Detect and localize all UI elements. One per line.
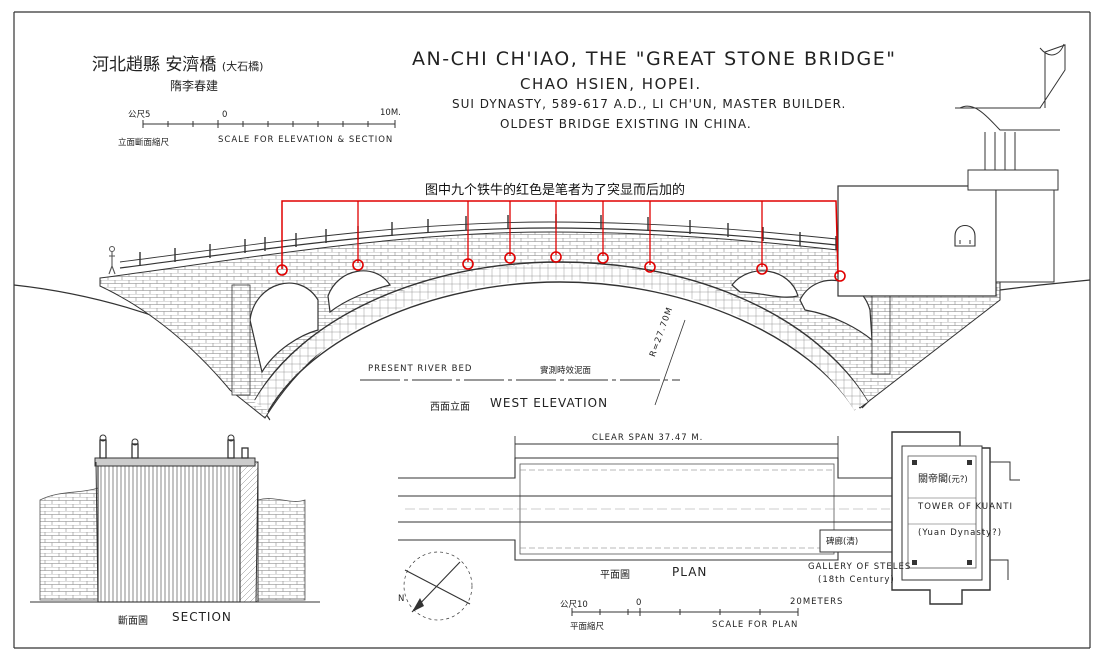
iron-ties-highlight [276, 200, 846, 282]
stele-cn-label: 碑廊(清) [826, 537, 859, 547]
west-elevation-drawing [13, 214, 1091, 421]
plan-scale-bar [571, 608, 799, 616]
clear-span-label: CLEAR SPAN 37.47 M. [592, 433, 704, 443]
tower-cn-label: 關帝閣(元?) [918, 474, 968, 485]
elevation-cn-label: 西面立面 [430, 402, 470, 413]
iron-tie-2 [352, 259, 364, 271]
plan-scale-left: 公尺10 [560, 600, 588, 610]
section-label: SECTION [172, 610, 232, 624]
plan-drawing [398, 431, 1020, 621]
iron-tie-5 [550, 251, 562, 263]
scale-tick-left: 公尺5 [128, 110, 151, 120]
scale-tick-right: 10M. [380, 108, 401, 118]
iron-tie-4 [504, 252, 516, 264]
plan-scale-zero: 0 [636, 598, 642, 608]
plan-label: PLAN [672, 565, 708, 579]
iron-tie-8 [756, 263, 768, 275]
iron-tie-6 [597, 252, 609, 264]
iron-tie-7 [644, 261, 656, 273]
plan-scale-right: 20METERS [790, 597, 844, 607]
plan-scale-label: SCALE FOR PLAN [712, 620, 799, 630]
scale-tick-zero: 0 [222, 110, 228, 120]
elevation-scale-bar [142, 120, 396, 128]
gallery-label: GALLERY OF STELES [808, 562, 912, 572]
section-drawing [30, 434, 320, 603]
title-line-4: OLDEST BRIDGE EXISTING IN CHINA. [500, 117, 752, 131]
gate-tower-elevation [837, 43, 1066, 297]
title-line-2: CHAO HSIEN, HOPEI. [520, 75, 702, 93]
plan-scale-cn: 平面縮尺 [570, 622, 605, 632]
tower-en-dynasty: (Yuan Dynasty?) [918, 528, 1003, 538]
iron-tie-1 [276, 264, 288, 276]
gallery-century: (18th Century) [818, 575, 895, 585]
border [13, 11, 1091, 649]
river-bed-label: PRESENT RIVER BED [368, 364, 473, 374]
tower-en-label: TOWER OF KUANTI [918, 502, 1013, 512]
north-label: N [398, 594, 405, 604]
title-line-1: AN-CHI CH'IAO, THE "GREAT STONE BRIDGE" [412, 48, 897, 70]
scale-elevation-cn-label: 立面斷面縮尺 [118, 138, 170, 148]
scale-elevation-label: SCALE FOR ELEVATION & SECTION [218, 135, 394, 145]
title-line-3: SUI DYNASTY, 589-617 A.D., LI CH'UN, MAS… [452, 97, 847, 111]
iron-tie-9 [834, 270, 846, 282]
cn-builder: 隋李春建 [170, 79, 219, 93]
river-bed-cn-label: 實測時效泥面 [540, 366, 592, 376]
elevation-label: WEST ELEVATION [490, 396, 609, 410]
iron-tie-3 [462, 258, 474, 270]
cn-title: 河北趙縣 安濟橋 (大石橋) [92, 55, 264, 75]
annotation-note: 图中九个铁牛的红色是笔者为了突显而后加的 [425, 183, 686, 198]
section-cn-label: 斷面圖 [118, 616, 148, 627]
plan-cn-label: 平面圖 [600, 570, 630, 581]
